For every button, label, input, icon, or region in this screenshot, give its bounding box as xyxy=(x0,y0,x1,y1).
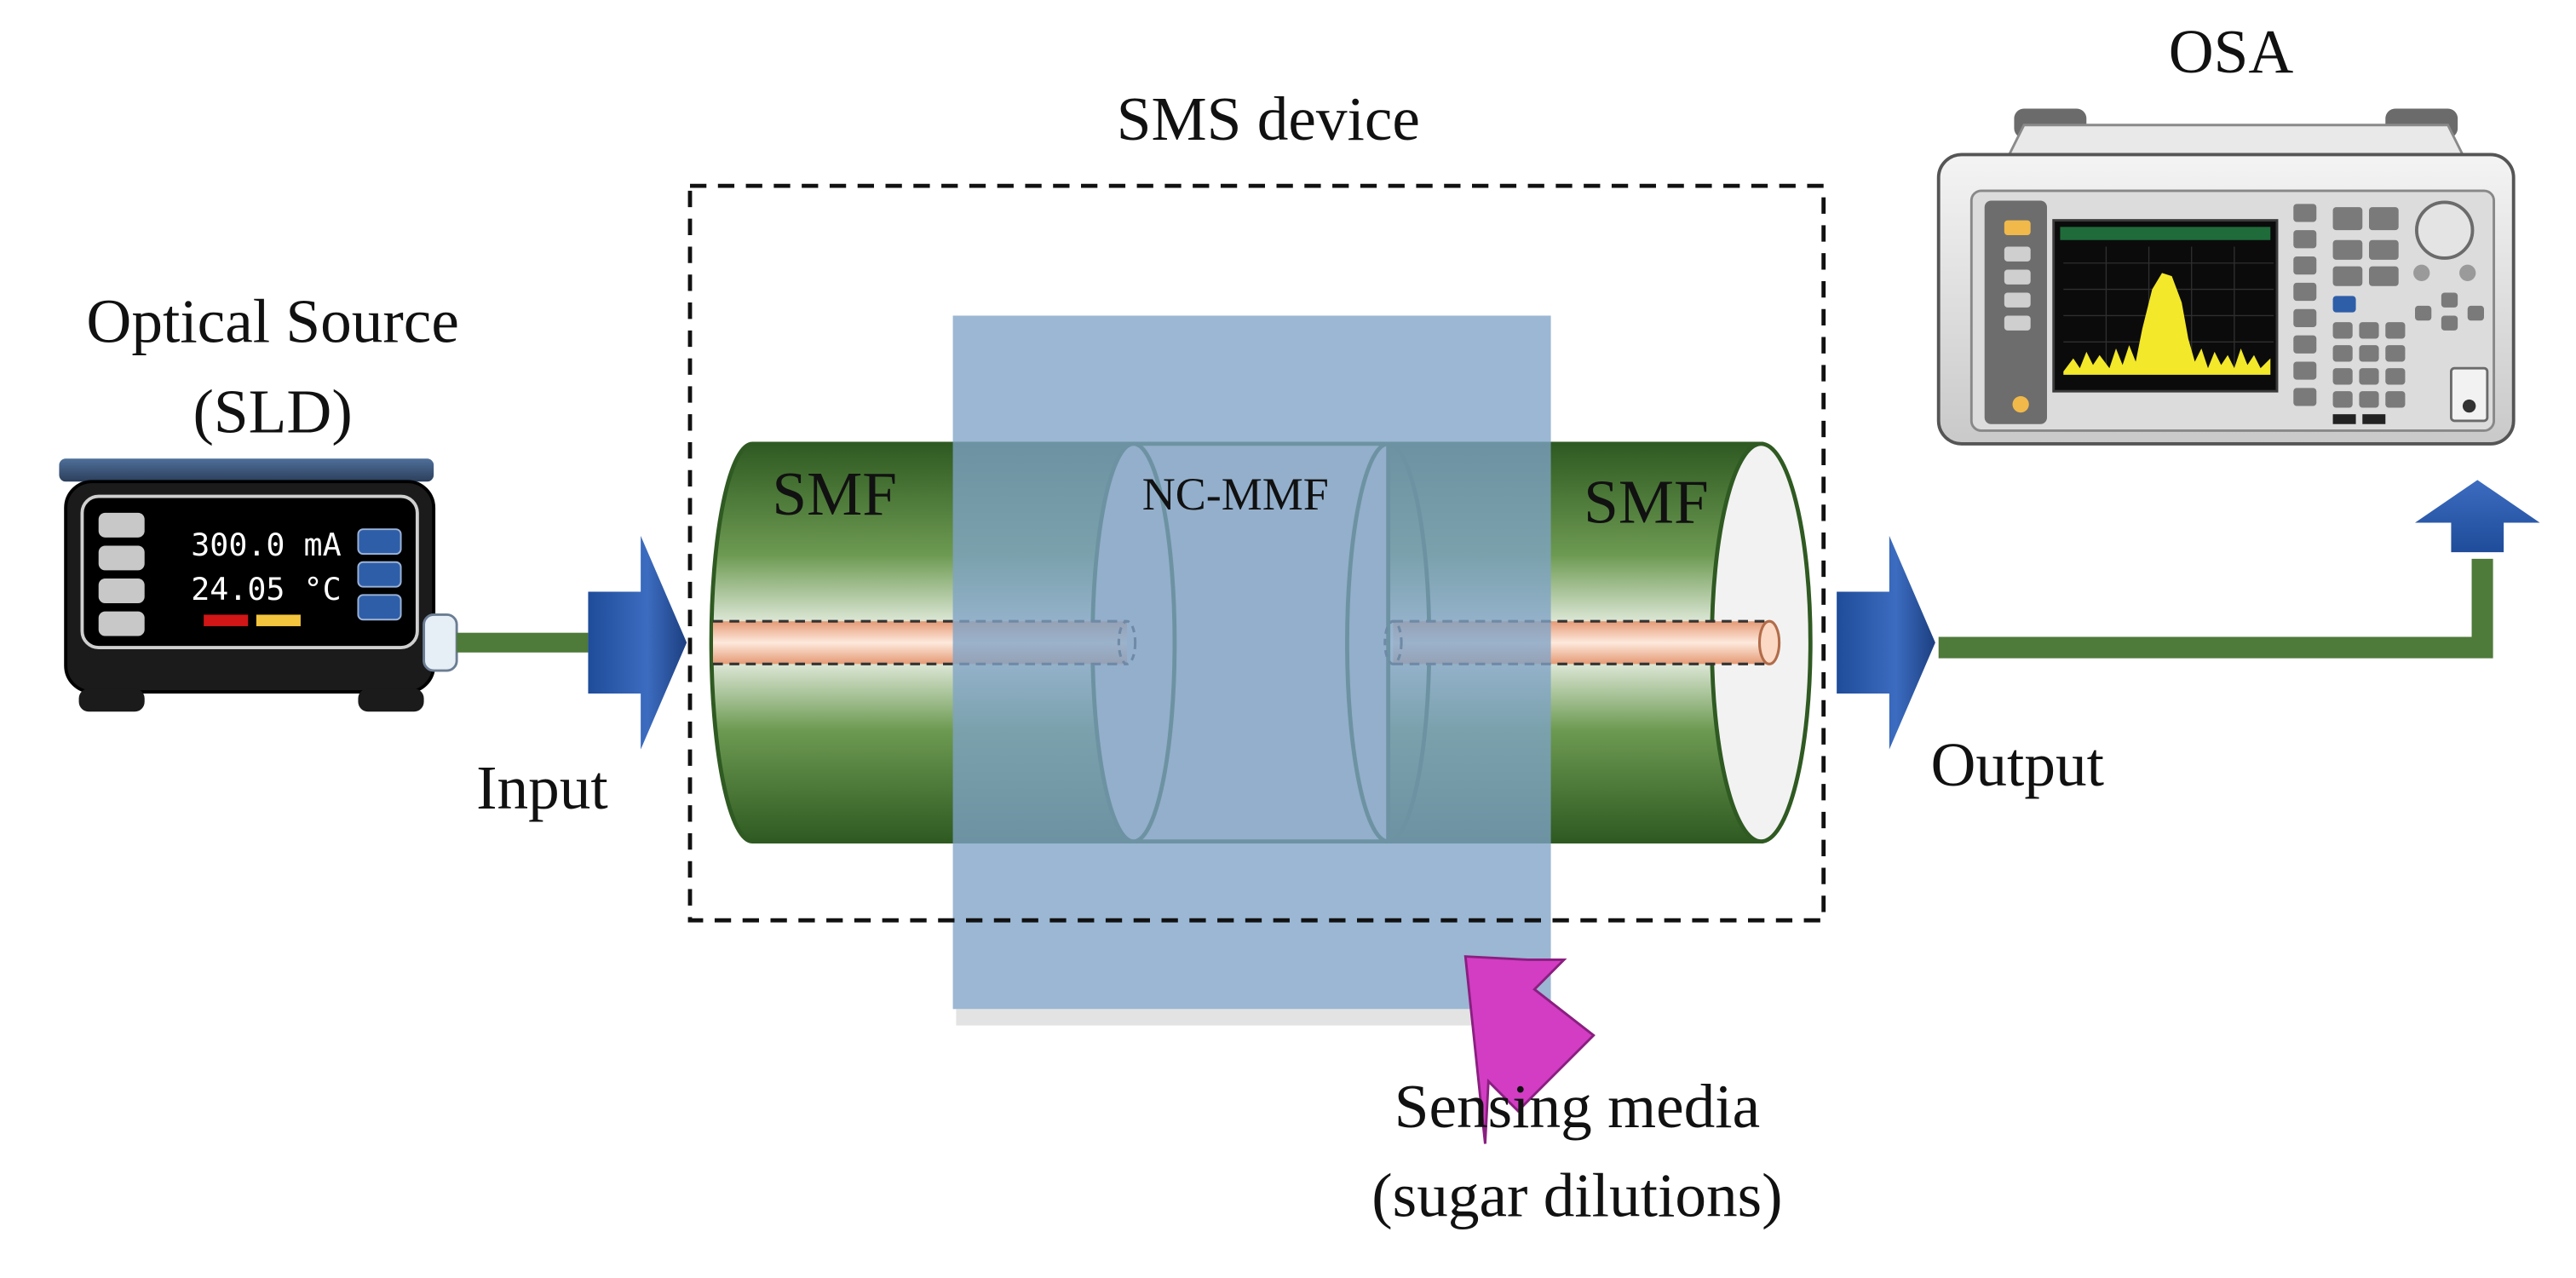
osa-left-keypad xyxy=(1984,200,2047,424)
osa-side-key xyxy=(2004,269,2031,285)
source-button-1 xyxy=(357,528,402,556)
sensing-media-box xyxy=(952,315,1551,1010)
sensing-media-sublabel: (sugar dilutions) xyxy=(1371,1160,1782,1229)
smf-right-core-end xyxy=(1757,619,1781,665)
source-output-port xyxy=(423,613,458,672)
osa-bottom-key xyxy=(2332,414,2356,424)
osa-spectrum-trace xyxy=(2063,273,2271,375)
source-temperature-readout: 24.05 °C xyxy=(191,571,341,607)
sms-device-label: SMS device xyxy=(1117,84,1420,153)
osa-rotary-knob xyxy=(2415,200,2475,260)
source-indicator-yellow xyxy=(256,614,301,626)
osa-power-key xyxy=(2004,220,2031,235)
osa-side-key xyxy=(2004,292,2031,308)
osa-status-led xyxy=(2012,395,2029,413)
output-patch-fiber xyxy=(1938,558,2493,659)
source-button-2 xyxy=(357,561,402,588)
sensing-media-shadow xyxy=(956,1009,1555,1026)
osa-input-connector xyxy=(2449,366,2489,423)
osa-label: OSA xyxy=(2169,17,2294,86)
osa-blue-key xyxy=(2332,296,2356,313)
osa-bottom-key xyxy=(2362,414,2386,424)
input-arrow-icon xyxy=(588,535,687,750)
optical-source-device: 300.0 mA 24.05 °C xyxy=(59,458,458,712)
nc-mmf-label: NC-MMF xyxy=(1142,469,1329,520)
osa-instrument xyxy=(1936,108,2516,446)
optical-source-sublabel: (SLD) xyxy=(193,377,353,446)
osa-side-key xyxy=(2004,246,2031,262)
source-button-3 xyxy=(357,594,402,621)
smf-right-core-outline xyxy=(1393,619,1768,665)
osa-connector-port xyxy=(2462,399,2476,413)
source-key-3 xyxy=(98,579,145,603)
source-indicator-red xyxy=(204,614,249,626)
source-display xyxy=(80,494,419,649)
source-key-1 xyxy=(98,512,145,538)
smf-left-label: SMF xyxy=(772,459,897,528)
osa-small-knob xyxy=(2413,264,2430,281)
output-arrow-icon xyxy=(1837,535,1935,750)
source-foot-left xyxy=(78,688,145,712)
source-foot-right xyxy=(358,688,424,712)
osa-side-key xyxy=(2004,315,2031,331)
source-current-readout: 300.0 mA xyxy=(191,527,341,563)
source-key-2 xyxy=(98,545,145,571)
output-label: Output xyxy=(1931,730,2105,799)
sms-device-frame xyxy=(687,183,1826,923)
smf-right-label: SMF xyxy=(1584,467,1709,536)
input-label: Input xyxy=(476,753,608,822)
sensing-media-label: Sensing media xyxy=(1394,1072,1760,1141)
source-top-plate xyxy=(59,458,434,482)
osa-input-arrow-icon xyxy=(2415,480,2540,553)
input-patch-fiber xyxy=(457,632,589,653)
osa-right-keypad xyxy=(2293,204,2484,408)
osa-small-knob xyxy=(2459,264,2476,281)
source-key-4 xyxy=(98,611,145,636)
osa-screen-header xyxy=(2060,227,2271,240)
sensing-media-pointer-icon xyxy=(1463,955,1596,1144)
optical-source-label: Optical Source xyxy=(86,286,458,355)
